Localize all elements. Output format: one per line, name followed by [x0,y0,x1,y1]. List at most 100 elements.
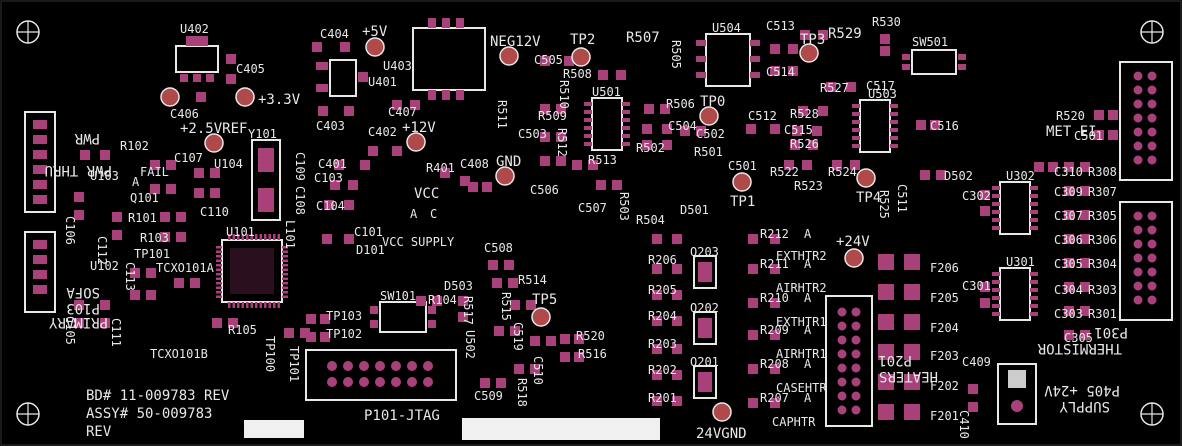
pad [1030,312,1038,316]
pad [992,296,1000,300]
test-point [406,132,426,152]
pad [622,118,630,122]
pad [574,352,584,362]
pad [540,156,550,166]
header-pin [1133,225,1143,235]
pad [584,118,592,122]
pad [846,82,856,92]
pad [652,234,662,244]
pad [980,206,990,216]
label-c309: C309 [1054,185,1083,199]
label-tp101: TP101 [134,247,170,261]
pad [584,134,592,138]
label-tp102: TP102 [326,327,362,341]
label-primary: PRIMARY [48,314,108,330]
label-r212: R212 [760,227,789,241]
label-r204: R204 [648,309,677,323]
connector-met-ei [1119,61,1173,181]
pad [74,318,84,328]
header-pin [1147,253,1157,263]
label-u101: U101 [226,225,255,239]
label-r301: R301 [1088,307,1117,321]
label-tp0: TP0 [700,94,725,110]
pad [770,44,780,54]
pad [166,184,176,194]
pad [584,126,592,130]
label-c106: C106 [63,216,77,245]
pad [622,102,630,106]
label-r303: R303 [1088,283,1117,297]
label-tp2: TP2 [570,32,595,48]
pad [622,142,630,146]
pad [259,234,262,240]
label-f206: F206 [930,261,959,275]
header-pin [837,307,847,317]
label-bd-number: BD# 11-009783 REV [86,388,230,404]
pad [216,291,222,294]
pad [320,332,330,342]
pad [510,300,520,310]
pad [1030,202,1038,206]
mounting-hole-bottom-right [1140,402,1164,426]
jtag-pin [407,361,417,371]
label-c301: C301 [962,279,991,293]
pad [216,250,222,253]
pad [150,184,160,194]
pad [992,210,1000,214]
label-c108: C108 [293,186,307,215]
pad [74,192,84,202]
pad [190,278,200,288]
label-c408: C408 [460,157,489,171]
jtag-pin [391,361,401,371]
header-pin [851,391,861,401]
pad [530,364,540,374]
pad [508,278,518,288]
label-c401: C401 [318,157,347,171]
pad [802,160,812,170]
header-pin [837,363,847,373]
pad [526,300,536,310]
header-pin [1147,85,1157,95]
label-tp103: TP103 [326,309,362,323]
pad [273,302,276,308]
label-tp100: TP100 [263,336,277,372]
pad [622,134,630,138]
label-u502: U502 [463,330,477,359]
pad [228,234,231,240]
label-r205: R205 [648,283,677,297]
pad [852,112,860,116]
u402-regulator [175,36,219,82]
pad [992,202,1000,206]
pad [241,234,244,240]
pad [282,246,288,249]
pad [250,302,253,308]
pad [890,104,898,108]
jtag-pin [359,377,369,387]
pad [852,104,860,108]
pad [277,234,280,240]
pad [237,302,240,308]
pad [318,106,328,116]
pad [416,296,426,306]
pad [241,302,244,308]
label-sw501: SW501 [912,35,948,49]
test-point [799,43,819,63]
pad [1030,304,1038,308]
header-pin [1133,155,1143,165]
label-l101: L101 [283,220,297,249]
label-plus33v: +3.3V [258,92,301,108]
label-gnd: GND [496,154,521,170]
pad [306,332,316,342]
pad [410,100,420,110]
header-pin [837,335,847,345]
label-p201: P201 [878,352,912,368]
header-pin [1147,211,1157,221]
header-pin [851,405,861,415]
pad [880,46,890,56]
header-pin [851,335,861,345]
label-u302: U302 [1006,169,1035,183]
pad [890,144,898,148]
label-r307: R307 [1088,185,1117,199]
pad [458,296,468,306]
label-r511: R511 [495,100,509,129]
